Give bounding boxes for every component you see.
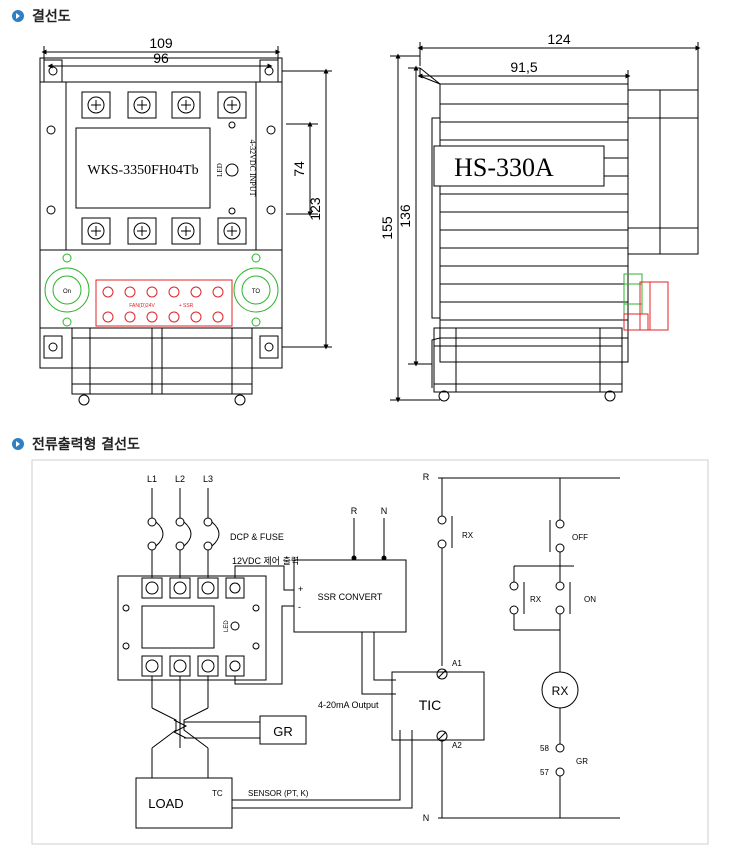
sensor-label: SENSOR (PT, K) — [248, 789, 309, 798]
n-label-rail: N — [423, 813, 430, 823]
dimension-drawings: 109 96 74 123 WKS-3350FH04Tb LED 4-32VDC… — [39, 31, 701, 406]
section-header-current-output: 전류출력형 결선도 — [12, 434, 140, 454]
ssr-label: + SSR — [179, 303, 194, 309]
model-label: WKS-3350FH04Tb — [87, 163, 198, 178]
sensor-right-label: TO — [252, 289, 261, 295]
dim-123: 123 — [307, 197, 323, 221]
on-label: ON — [584, 595, 596, 604]
rx-aux-label: RX — [530, 595, 542, 604]
tc-label: TC — [212, 789, 223, 798]
control-label: 12VDC 제어 출력 — [232, 555, 299, 566]
plus-label: + — [298, 584, 303, 594]
side-red-connector — [623, 281, 669, 331]
rx-coil-label: RX — [552, 684, 569, 698]
rx-contact-label: RX — [462, 531, 474, 540]
gr-label: GR — [273, 724, 293, 739]
load-label: LOAD — [148, 796, 183, 811]
dim-74: 74 — [291, 161, 307, 177]
convert-label: SSR CONVERT — [318, 592, 383, 602]
contact-58: 58 — [540, 744, 549, 753]
input-label: 4-32VDC INPUT — [248, 139, 257, 196]
r-label-rail: R — [423, 472, 430, 482]
r-label-convert: R — [351, 506, 358, 516]
front-view — [39, 46, 332, 406]
contact-57: 57 — [540, 768, 549, 777]
wiring-diagram: L1 L2 L3 DCP & FUSE 12VDC 제어 출력 SSR CONV… — [31, 459, 709, 845]
tic-label: TIC — [419, 697, 442, 713]
fuse-label: DCP & FUSE — [230, 532, 284, 542]
dim-124: 124 — [547, 31, 571, 47]
phase-l2: L2 — [175, 474, 185, 484]
section-title: 전류출력형 결선도 — [32, 437, 140, 453]
off-label: OFF — [572, 533, 588, 542]
control-terminals — [95, 279, 233, 327]
dim-96: 96 — [153, 50, 169, 66]
sensor-left-label: On — [63, 289, 71, 295]
led-label-small: LED — [224, 620, 230, 632]
dim-91-5: 91,5 — [510, 59, 537, 75]
a1-label: A1 — [452, 659, 462, 668]
output-label: 4-20mA Output — [318, 700, 379, 710]
sensor-terminals — [44, 253, 279, 327]
phase-l1: L1 — [147, 474, 157, 484]
section-title: 결선도 — [32, 9, 71, 25]
dim-136: 136 — [397, 204, 413, 228]
phase-l3: L3 — [203, 474, 213, 484]
side-view — [390, 42, 701, 403]
side-green-connector — [623, 273, 643, 315]
bullet-arrow-icon — [12, 438, 24, 450]
dim-109: 109 — [149, 35, 173, 51]
gr-contact-label: GR — [576, 757, 588, 766]
section-header-wiring: 결선도 — [12, 6, 71, 26]
bullet-arrow-icon — [12, 10, 24, 22]
heatsink-model: HS-330A — [454, 153, 554, 182]
a2-label: A2 — [452, 741, 462, 750]
dim-155: 155 — [379, 216, 395, 240]
n-label-convert: N — [381, 506, 388, 516]
fan-label: FAN(D)24V — [129, 303, 155, 309]
minus-label: - — [298, 602, 301, 612]
led-label: LED — [216, 163, 224, 177]
